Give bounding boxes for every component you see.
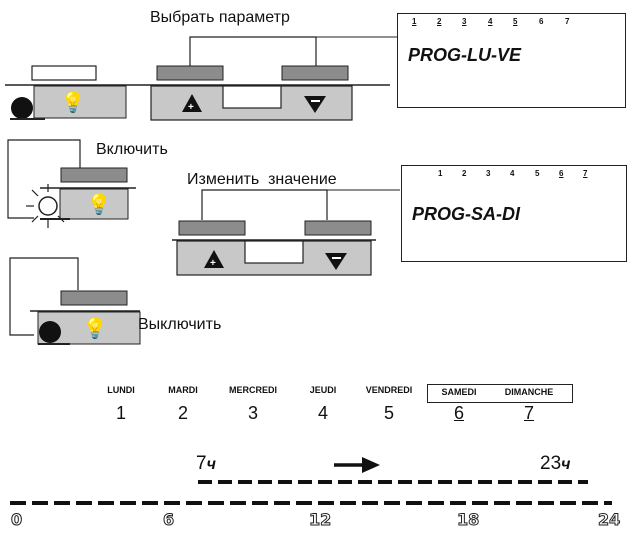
display-day-numbers: 1 2 3 4 5 6 7 bbox=[402, 166, 626, 184]
day-number: 6 bbox=[453, 403, 464, 423]
display-day-number: 1 bbox=[438, 169, 443, 178]
display-day-number: 3 bbox=[462, 17, 467, 26]
select-param-label: Выбрать параметр bbox=[150, 9, 290, 26]
day-name: MARDI bbox=[168, 385, 198, 395]
display-day-number: 6 bbox=[539, 17, 544, 26]
end-hour-label: 23ч bbox=[540, 453, 571, 474]
day-number: 7 bbox=[523, 403, 534, 423]
display-day-number: 7 bbox=[565, 17, 570, 26]
display-day-number: 6 bbox=[559, 169, 564, 178]
day-number: 3 bbox=[247, 403, 258, 423]
program-label: PROG-SA-DI bbox=[412, 204, 520, 224]
change-value-label: Изменить значение bbox=[187, 171, 337, 188]
svg-text:+: + bbox=[210, 258, 216, 269]
day-number: 1 bbox=[115, 403, 126, 423]
display-day-number: 2 bbox=[437, 17, 442, 26]
display-day-numbers: 1 2 3 4 5 6 7 bbox=[398, 14, 625, 32]
display-day-number: 7 bbox=[583, 169, 588, 178]
tick-label: 6 bbox=[162, 510, 175, 530]
day-name: SAMEDI bbox=[441, 387, 477, 397]
display-day-number: 2 bbox=[462, 169, 467, 178]
lightbulb-icon: 💡 bbox=[82, 318, 108, 340]
day-name: LUNDI bbox=[107, 385, 135, 395]
display-top: 1 2 3 4 5 6 7 PROG-LU-VE bbox=[397, 13, 626, 108]
tick-label: 18 bbox=[456, 510, 480, 530]
day-number: 5 bbox=[383, 403, 394, 423]
lightbulb-icon: 💡 bbox=[60, 92, 86, 114]
display-bottom: 1 2 3 4 5 6 7 PROG-SA-DI bbox=[401, 165, 627, 262]
svg-text:+: + bbox=[188, 102, 194, 113]
day-number: 4 bbox=[317, 403, 328, 423]
day-name: MERCREDI bbox=[228, 385, 277, 395]
weekend-box bbox=[427, 384, 573, 403]
tick-label: 24 bbox=[597, 510, 621, 530]
day-name: DIMANCHE bbox=[504, 387, 554, 397]
day-number: 2 bbox=[177, 403, 188, 423]
display-day-number: 4 bbox=[510, 169, 515, 178]
day-name: JEUDI bbox=[309, 385, 337, 395]
lightbulb-icon: 💡 bbox=[86, 194, 112, 216]
turn-on-label: Включить bbox=[96, 141, 168, 158]
turn-off-label: Выключить bbox=[138, 316, 222, 333]
day-name: VENDREDI bbox=[365, 385, 413, 395]
display-day-number: 4 bbox=[488, 17, 493, 26]
display-day-number: 3 bbox=[486, 169, 491, 178]
tick-label: 0 bbox=[10, 510, 23, 530]
tick-label: 12 bbox=[308, 510, 332, 530]
display-day-number: 1 bbox=[412, 17, 417, 26]
program-label: PROG-LU-VE bbox=[408, 45, 522, 65]
display-day-number: 5 bbox=[513, 17, 518, 26]
start-hour-label: 7ч bbox=[196, 453, 216, 474]
display-day-number: 5 bbox=[535, 169, 540, 178]
